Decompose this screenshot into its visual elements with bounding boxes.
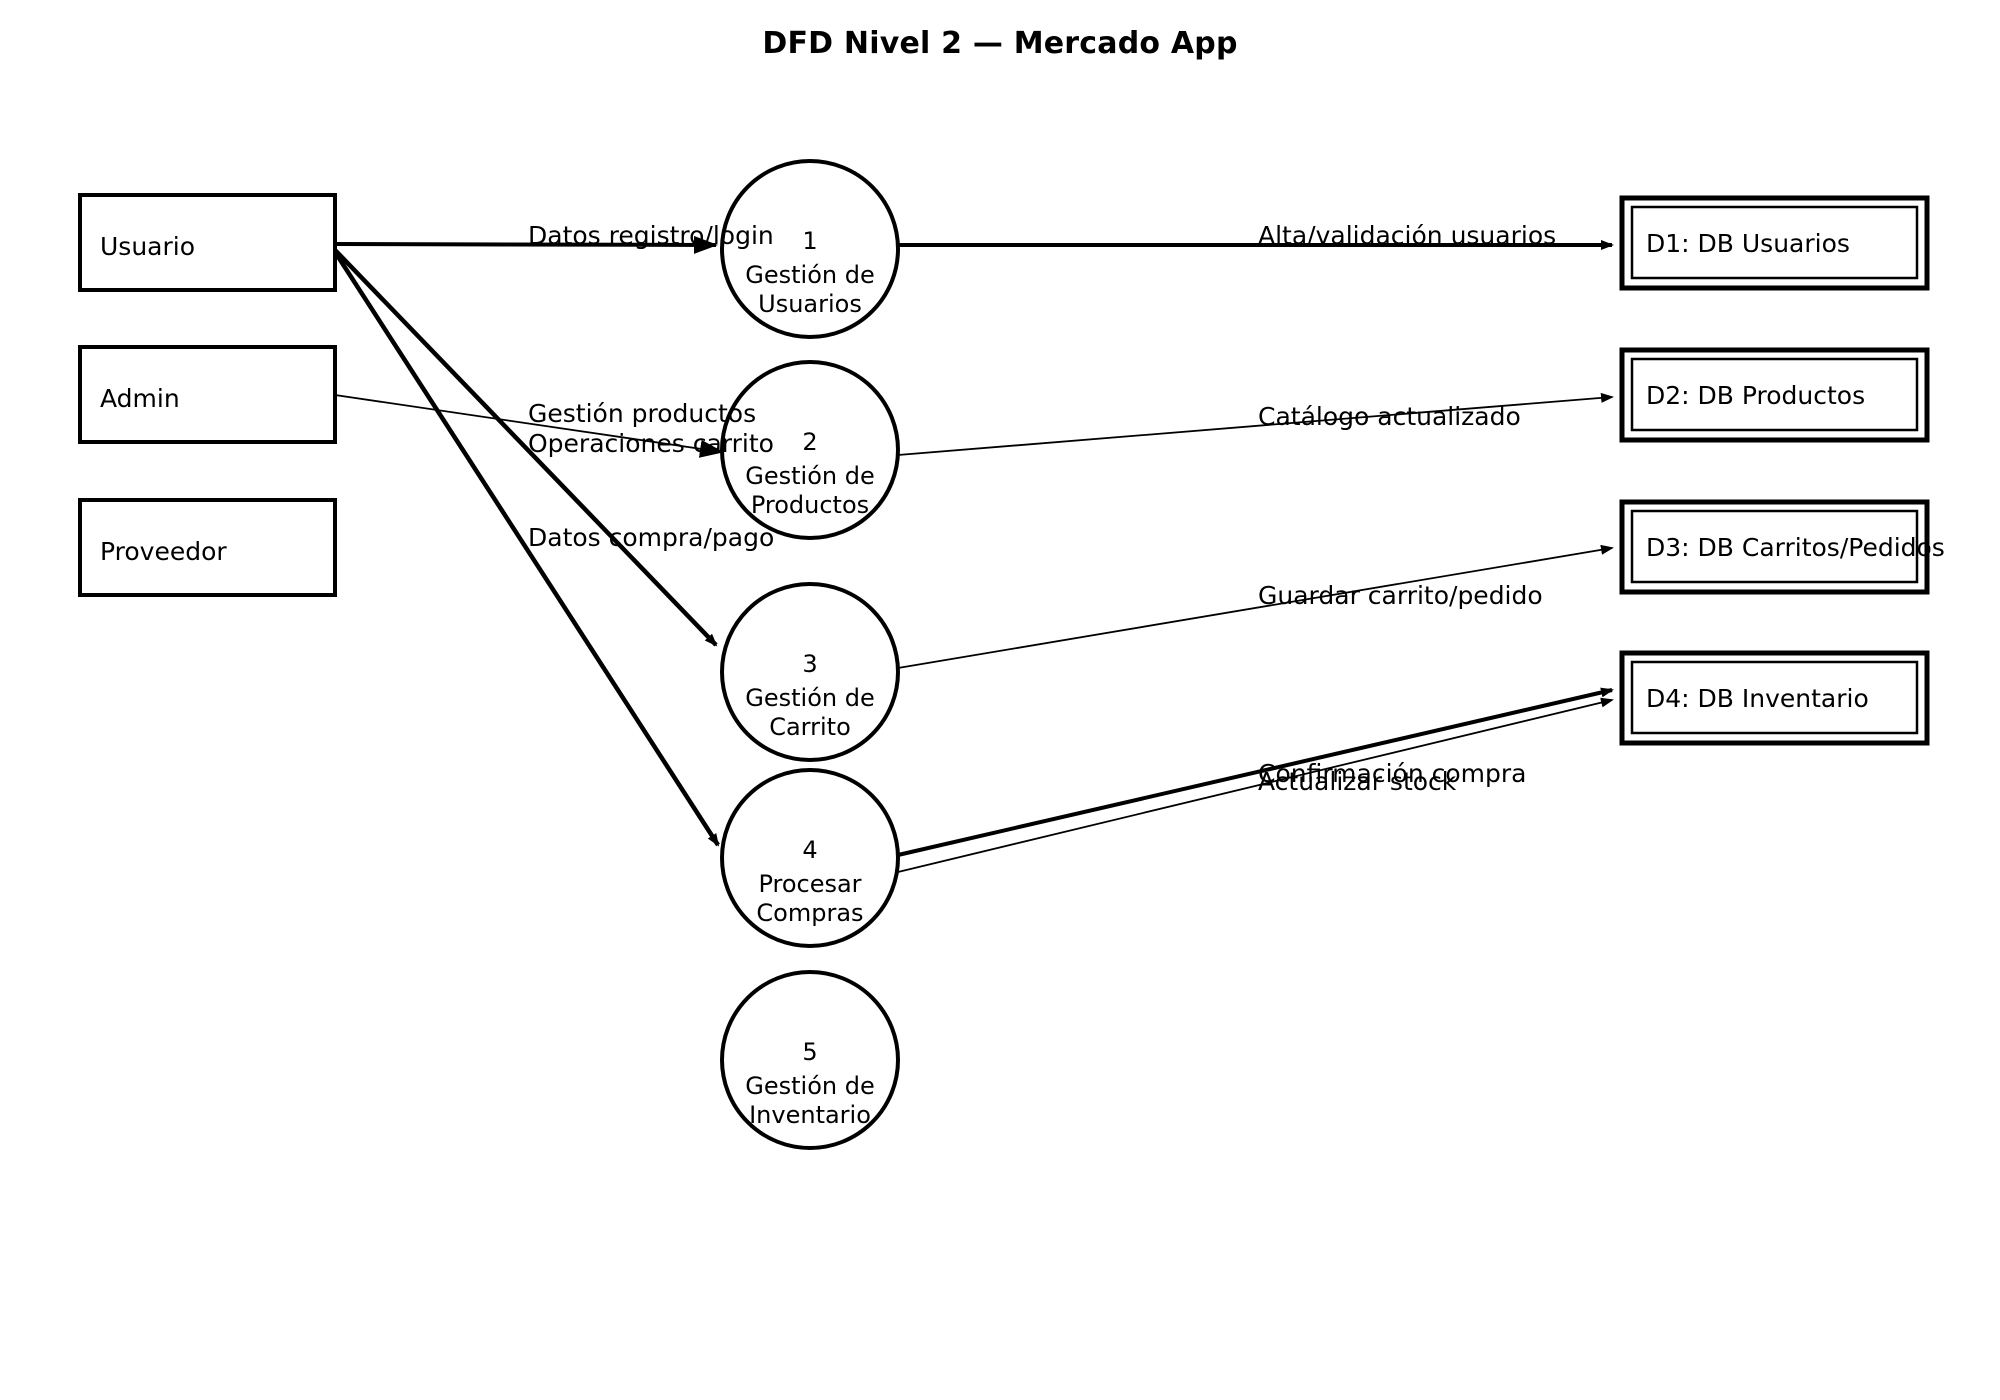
flow-label-catalogo-actualizado: Catálogo actualizado	[1258, 402, 1521, 431]
external-entity-usuario[interactable]: Usuario	[78, 193, 337, 292]
process-4-line2: Compras	[756, 899, 863, 927]
flow-labels-group: Datos registro/login Gestión productos O…	[528, 221, 1556, 796]
flow-line-operaciones-carrito[interactable]	[333, 248, 718, 647]
data-store-d3[interactable]: D3: DB Carritos/Pedidos	[1619, 499, 1945, 595]
flow-label-guardar-carrito-pedido: Guardar carrito/pedido	[1258, 581, 1543, 610]
process-3-line1: Gestión de	[745, 684, 874, 712]
flow-label-datos-compra-pago: Datos compra/pago	[528, 523, 774, 552]
external-entity-proveedor-label: Proveedor	[100, 537, 227, 566]
flow-label-gestion-productos: Gestión productos	[528, 399, 756, 428]
data-store-d2[interactable]: D2: DB Productos	[1619, 347, 1930, 443]
flow-line-confirmacion-compra[interactable]	[897, 697, 1614, 873]
process-3-number: 3	[802, 650, 817, 678]
data-store-d1-label: D1: DB Usuarios	[1646, 229, 1850, 258]
flow-label-alta-validacion-usuarios: Alta/validación usuarios	[1258, 221, 1556, 250]
process-4-line1: Procesar	[758, 870, 861, 898]
process-2-number: 2	[802, 428, 817, 456]
flow-line-gestion-productos[interactable]	[334, 394, 724, 458]
process-1[interactable]: 1 Gestión de Usuarios	[720, 159, 900, 339]
flow-label-confirmacion-compra: Confirmación compra	[1258, 759, 1527, 788]
external-entity-usuario-label: Usuario	[100, 232, 195, 261]
data-store-d2-label: D2: DB Productos	[1646, 381, 1865, 410]
flow-label-actualizar-stock: Actualizar stock	[1258, 767, 1457, 796]
flow-line-guardar-carrito-pedido[interactable]	[897, 544, 1614, 669]
external-entity-proveedor[interactable]: Proveedor	[78, 498, 337, 597]
page-title: DFD Nivel 2 — Mercado App	[762, 26, 1238, 61]
process-2[interactable]: 2 Gestión de Productos	[720, 360, 900, 540]
process-5[interactable]: 5 Gestión de Inventario	[720, 970, 900, 1150]
flow-line-actualizar-stock[interactable]	[897, 687, 1614, 857]
flow-label-operaciones-carrito: Operaciones carrito	[528, 429, 774, 458]
process-5-line1: Gestión de	[745, 1072, 874, 1100]
data-store-d1[interactable]: D1: DB Usuarios	[1619, 195, 1930, 291]
process-4-number: 4	[802, 836, 817, 864]
flow-lines-group	[333, 235, 1614, 873]
flow-label-datos-registro-login: Datos registro/login	[528, 221, 774, 250]
flow-line-catalogo-actualizado[interactable]	[897, 392, 1614, 456]
flow-line-datos-compra-pago[interactable]	[333, 250, 720, 847]
data-store-d4-label: D4: DB Inventario	[1646, 684, 1869, 713]
process-5-number: 5	[802, 1038, 817, 1066]
flow-line-datos-registro-login[interactable]	[334, 235, 718, 254]
external-entity-admin-label: Admin	[100, 384, 180, 413]
data-store-d3-label: D3: DB Carritos/Pedidos	[1646, 533, 1945, 562]
external-entity-admin[interactable]: Admin	[78, 345, 337, 444]
data-store-d4[interactable]: D4: DB Inventario	[1619, 650, 1930, 746]
process-1-line1: Gestión de	[745, 261, 874, 289]
process-3[interactable]: 3 Gestión de Carrito	[720, 582, 900, 762]
process-5-line2: Inventario	[749, 1101, 871, 1129]
process-4[interactable]: 4 Procesar Compras	[720, 768, 900, 948]
process-1-number: 1	[802, 227, 817, 255]
process-2-line2: Productos	[751, 491, 869, 519]
process-1-line2: Usuarios	[758, 290, 862, 318]
process-3-line2: Carrito	[769, 713, 851, 741]
process-2-line1: Gestión de	[745, 462, 874, 490]
